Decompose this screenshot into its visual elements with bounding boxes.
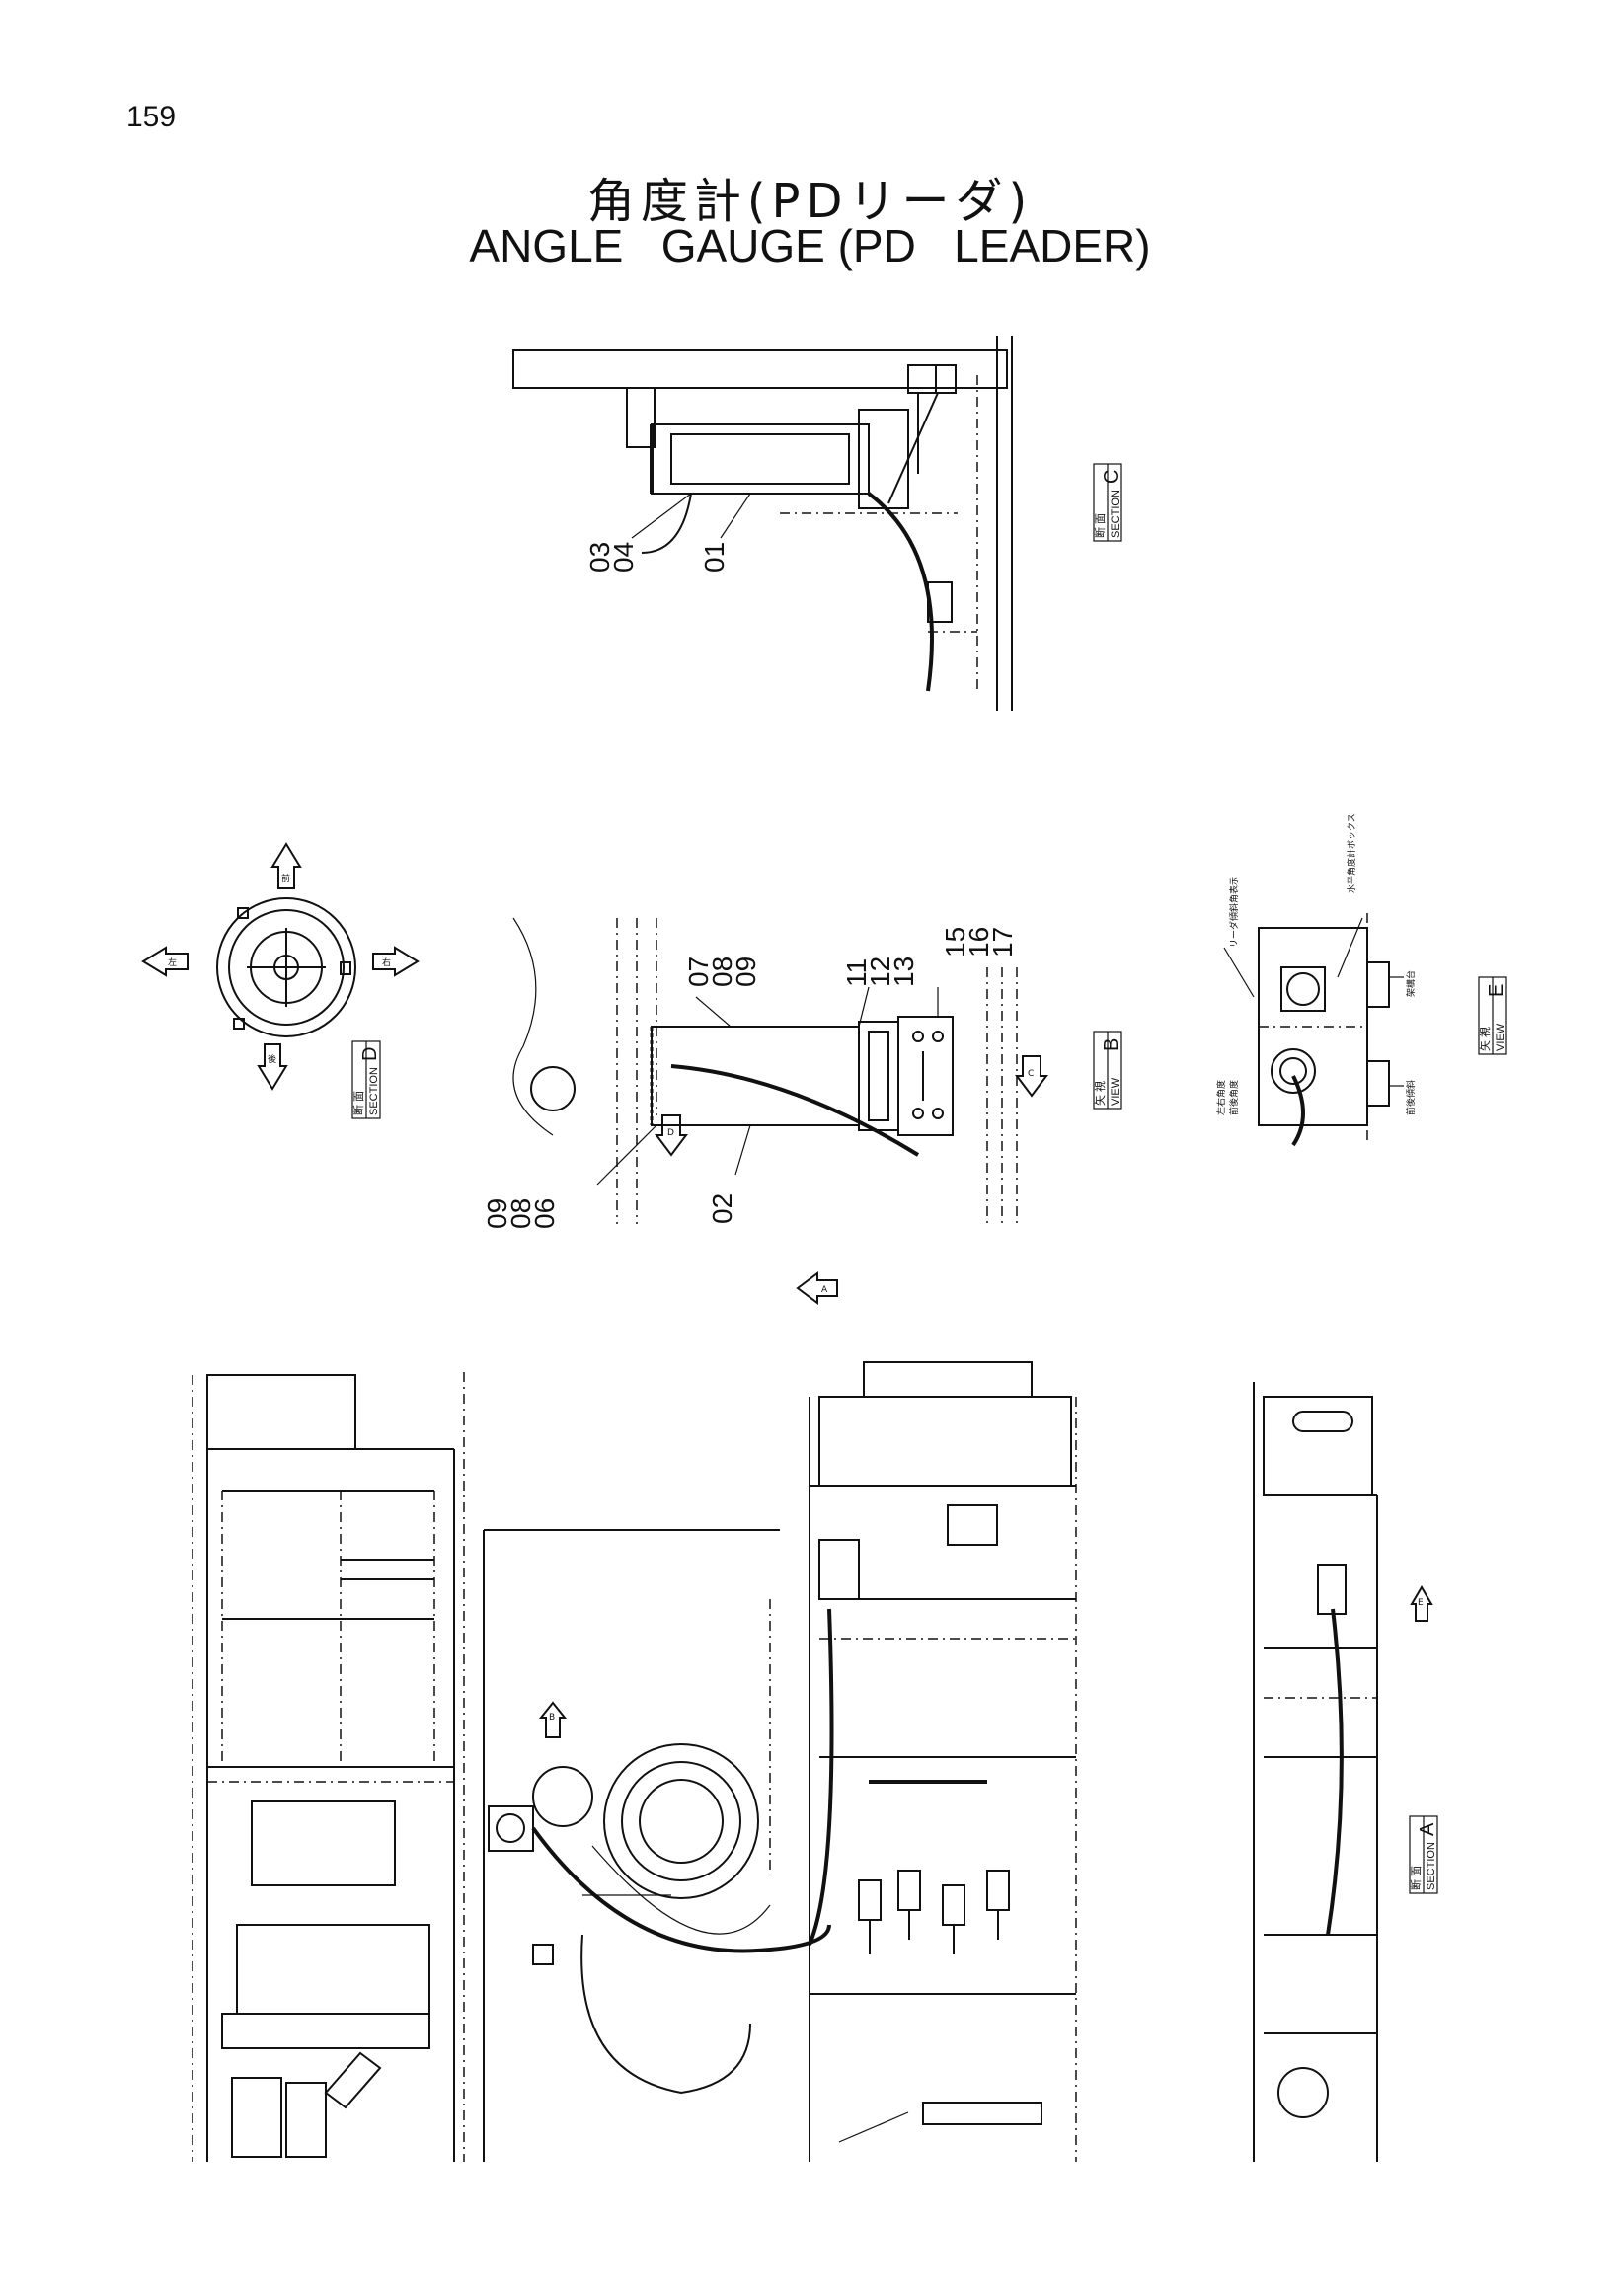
svg-text:VIEW: VIEW: [1495, 1023, 1506, 1051]
svg-text:A: A: [821, 1285, 828, 1295]
view-e-note-6: 前後傾斜: [1405, 1080, 1417, 1115]
view-e-tag: 矢 視 VIEW E: [1478, 976, 1507, 1055]
svg-text:断 面: 断 面: [1093, 513, 1107, 538]
gauge-arrow-front: 前: [270, 842, 302, 889]
section-c-label-04: 04: [608, 542, 639, 573]
svg-text:後: 後: [268, 1053, 276, 1065]
main-assembly-center: B: [483, 1529, 831, 2162]
view-b-label-06: 06: [529, 1198, 560, 1229]
title-english: ANGLE GAUGE (PD LEADER): [469, 220, 1151, 271]
section-d-letter: D: [359, 1047, 381, 1061]
svg-text:左: 左: [168, 957, 177, 968]
page-number: 159: [126, 101, 177, 133]
svg-text:矢 視: 矢 視: [1093, 1081, 1107, 1106]
section-c-tag: 断 面 SECTION C: [1093, 463, 1122, 542]
view-b-view: [512, 917, 1018, 1224]
section-a-strip: E: [1253, 1382, 1433, 2162]
view-e-letter: E: [1486, 984, 1507, 997]
marker-arrow-c: C: [1015, 1055, 1048, 1098]
main-assembly-left: [192, 1372, 465, 2162]
view-b-label-07: 07: [683, 957, 714, 987]
section-c-label-03: 03: [584, 542, 615, 573]
section-c-view: [512, 336, 1013, 711]
title-japanese: 角度計(PDリーダ): [586, 174, 1034, 229]
marker-arrow-b-label: B: [549, 1713, 555, 1722]
view-b-tag: 矢 視 VIEW B: [1093, 1031, 1122, 1110]
view-b-label-08b: 08: [505, 1198, 536, 1229]
view-e-note-3: 前後角度: [1228, 1080, 1240, 1115]
gauge-arrow-back: 後: [257, 1043, 288, 1091]
svg-text:D: D: [667, 1128, 674, 1138]
gauge-arrow-left: 左: [141, 946, 189, 977]
view-b-label-12: 12: [865, 957, 895, 987]
view-e-note-1: リーダ傾斜角表示: [1228, 877, 1240, 948]
view-b-label-02: 02: [707, 1193, 737, 1224]
svg-text:矢 視: 矢 視: [1478, 1027, 1492, 1051]
svg-text:SECTION: SECTION: [1110, 490, 1121, 538]
main-assembly-right: [808, 1361, 1077, 2162]
section-a-tag: 断 面 SECTION A: [1409, 1815, 1438, 1894]
view-b-label-16: 16: [964, 927, 994, 957]
marker-arrow-a: A: [796, 1271, 838, 1305]
svg-text:右: 右: [382, 957, 391, 968]
marker-arrow-d: D: [655, 1114, 688, 1157]
view-b-letter: B: [1101, 1038, 1122, 1051]
svg-text:前: 前: [281, 873, 290, 884]
svg-text:C: C: [1028, 1069, 1034, 1079]
svg-text:断 面: 断 面: [1409, 1866, 1423, 1890]
view-e-view: [1223, 913, 1404, 1147]
section-d-view: [216, 897, 356, 1037]
section-d-tag: 断 面 SECTION D: [351, 1040, 381, 1119]
svg-text:断 面: 断 面: [351, 1091, 365, 1115]
section-a-letter: A: [1417, 1822, 1438, 1836]
view-b-label-13: 13: [888, 957, 919, 987]
view-b-label-11: 11: [841, 958, 872, 987]
svg-text:SECTION: SECTION: [368, 1067, 380, 1115]
view-b-label-15: 15: [940, 927, 970, 957]
svg-text:SECTION: SECTION: [1426, 1842, 1437, 1890]
view-e-note-5: 架構台: [1405, 970, 1417, 997]
marker-arrow-e-label: E: [1418, 1598, 1424, 1608]
gauge-arrow-right: 右: [372, 946, 420, 977]
view-b-label-08: 08: [707, 957, 737, 987]
view-b-label-17: 17: [987, 927, 1018, 957]
svg-text:VIEW: VIEW: [1110, 1077, 1121, 1106]
view-b-label-09: 09: [731, 957, 761, 987]
view-e-note-4: 左右角度: [1215, 1080, 1227, 1115]
section-c-letter: C: [1101, 470, 1122, 484]
view-b-label-09b: 09: [482, 1198, 512, 1229]
section-c-label-01: 01: [699, 542, 730, 573]
view-e-note-2: 水平角度計ボックス: [1346, 813, 1357, 893]
